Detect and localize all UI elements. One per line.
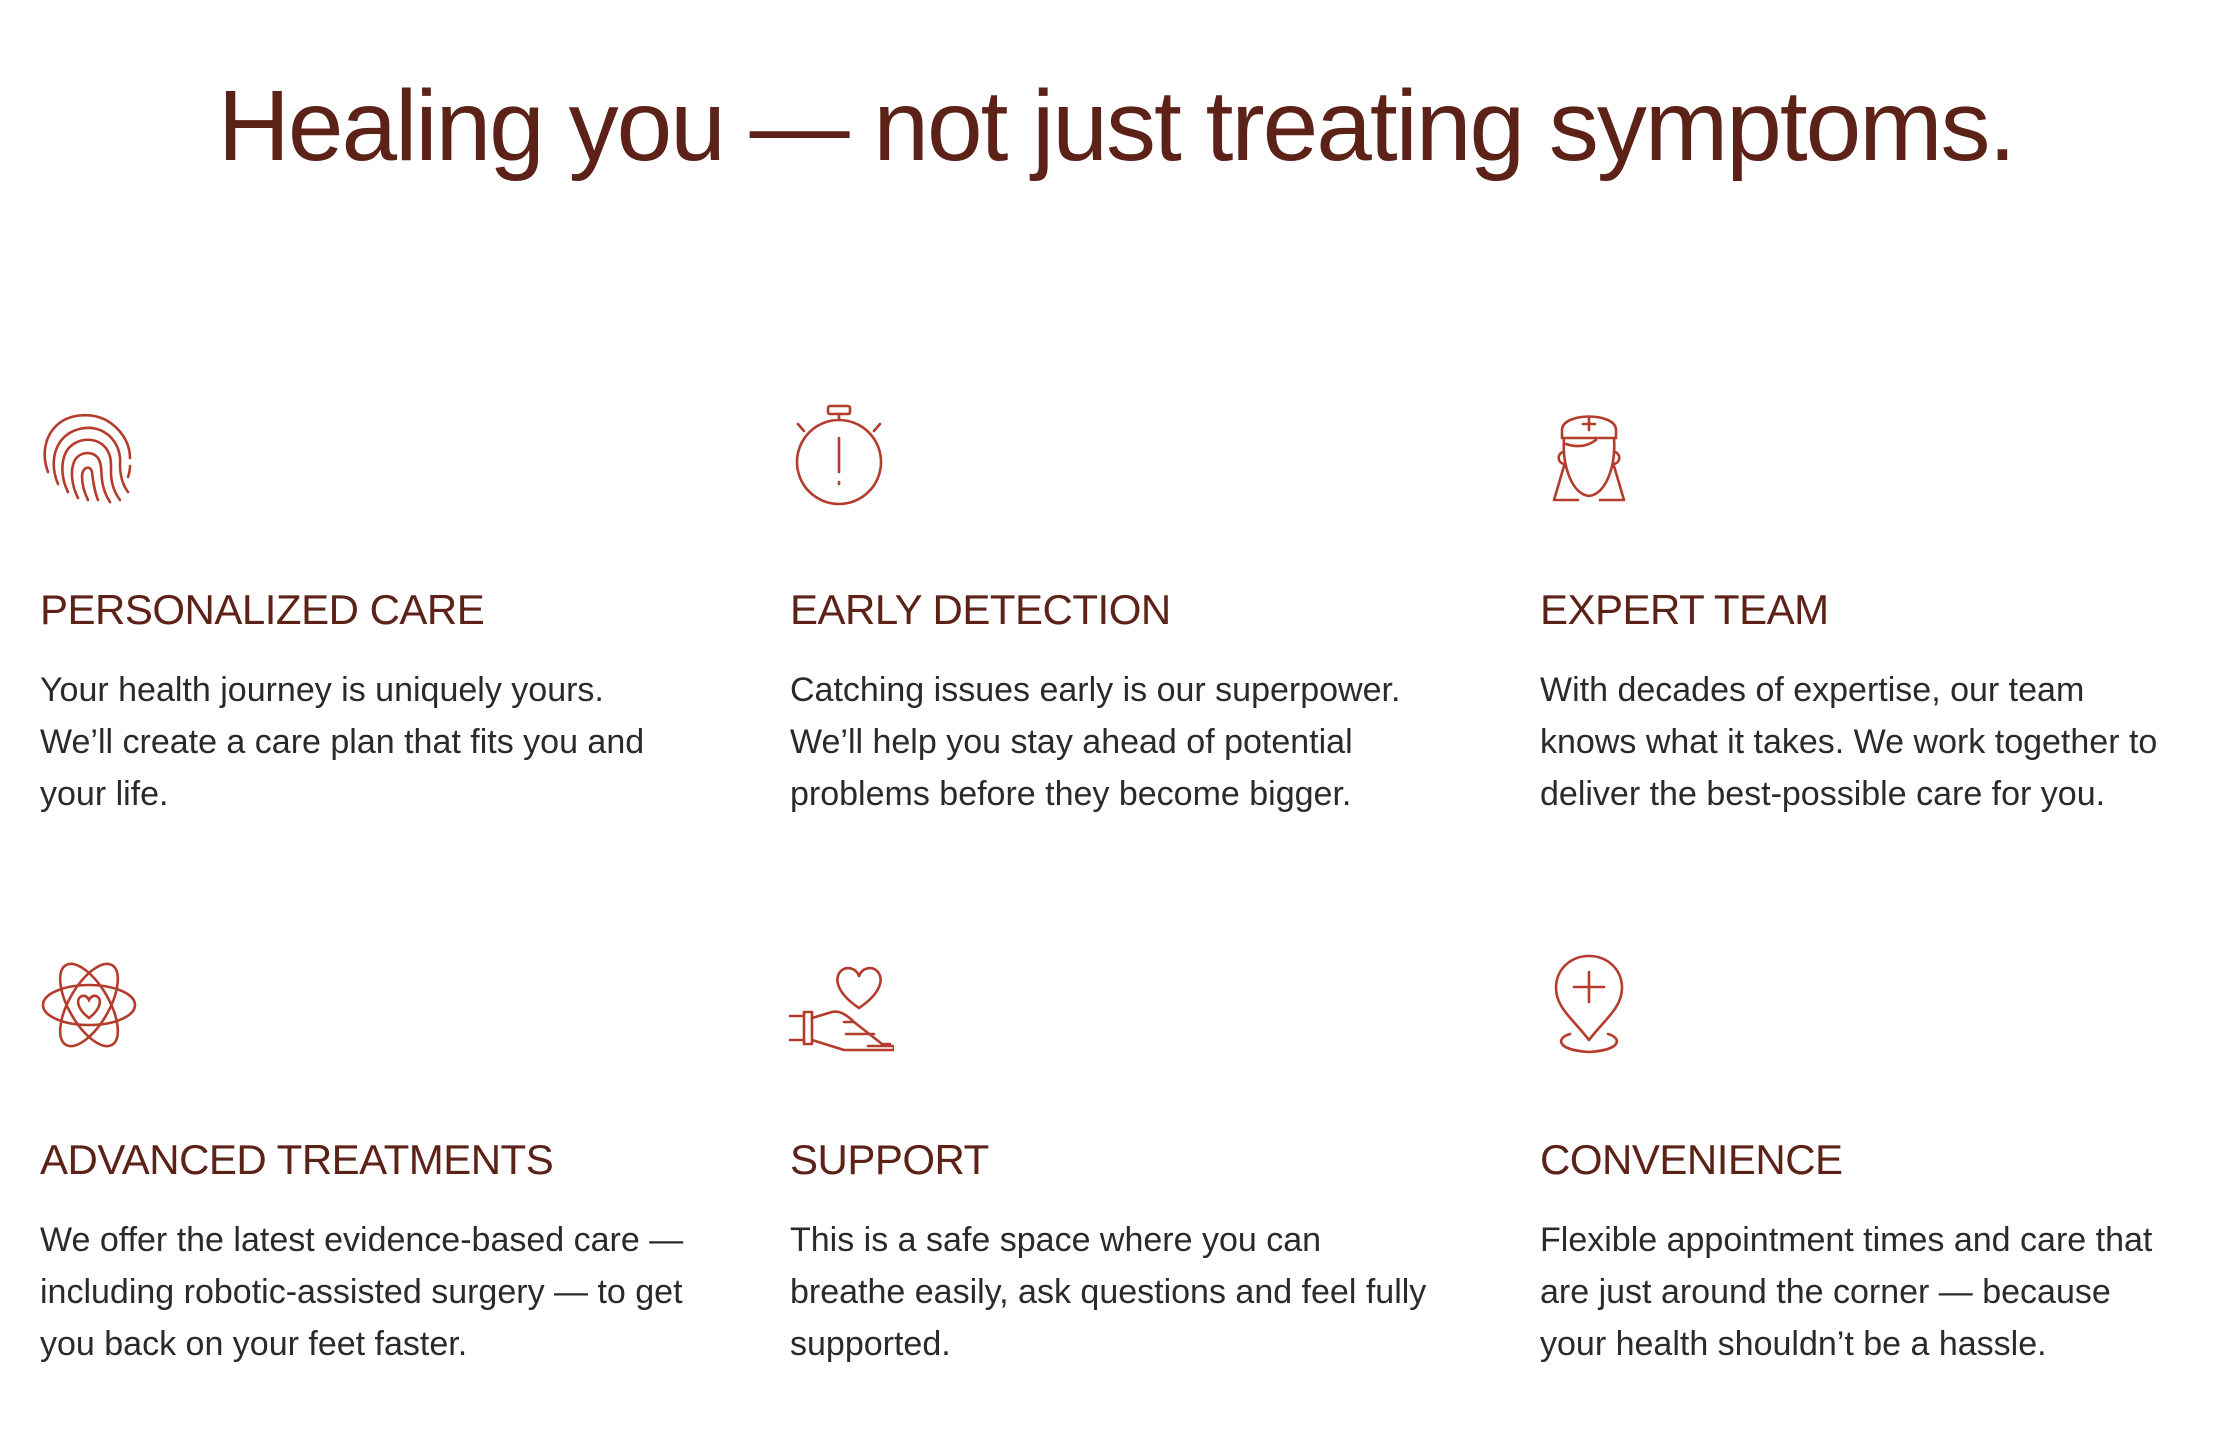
feature-description: This is a safe space where you can breat…: [790, 1221, 1427, 1363]
feature-early-detection: EARLY DETECTION Catching issues early is…: [790, 400, 1435, 950]
nurse-icon: [1534, 400, 1644, 510]
location-pin-plus-icon: [1534, 950, 1644, 1060]
feature-support: SUPPORT This is a safe space where you c…: [788, 950, 1435, 1380]
feature-description: We offer the latest evidence-based care …: [40, 1221, 684, 1363]
feature-description: Flexible appointment times and care that…: [1540, 1221, 2153, 1363]
feature-description: Catching issues early is our superpower.…: [790, 671, 1401, 813]
feature-title: ADVANCED TREATMENTS: [40, 1136, 554, 1183]
atom-heart-icon: [34, 950, 144, 1060]
hand-heart-icon: [784, 950, 894, 1060]
feature-description: With decades of expertise, our team know…: [1540, 671, 2158, 813]
stopwatch-icon: [784, 400, 894, 510]
feature-convenience: CONVENIENCE Flexible appointment times a…: [1540, 950, 2185, 1380]
feature-description: Your health journey is uniquely yours. W…: [40, 671, 645, 813]
feature-advanced-treatments: ADVANCED TREATMENTS We offer the latest …: [40, 950, 685, 1380]
feature-title: SUPPORT: [790, 1136, 989, 1183]
feature-expert-team: EXPERT TEAM With decades of expertise, o…: [1540, 400, 2185, 950]
feature-title: CONVENIENCE: [1540, 1136, 1843, 1183]
fingerprint-icon: [34, 400, 144, 510]
features-grid: PERSONALIZED CARE Your health journey is…: [40, 400, 2192, 1400]
feature-title: PERSONALIZED CARE: [40, 586, 485, 633]
feature-title: EARLY DETECTION: [790, 586, 1171, 633]
page-title: Healing you — not just treating symptoms…: [217, 70, 2017, 182]
feature-personalized-care: PERSONALIZED CARE Your health journey is…: [40, 400, 685, 950]
feature-title: EXPERT TEAM: [1540, 586, 1829, 633]
